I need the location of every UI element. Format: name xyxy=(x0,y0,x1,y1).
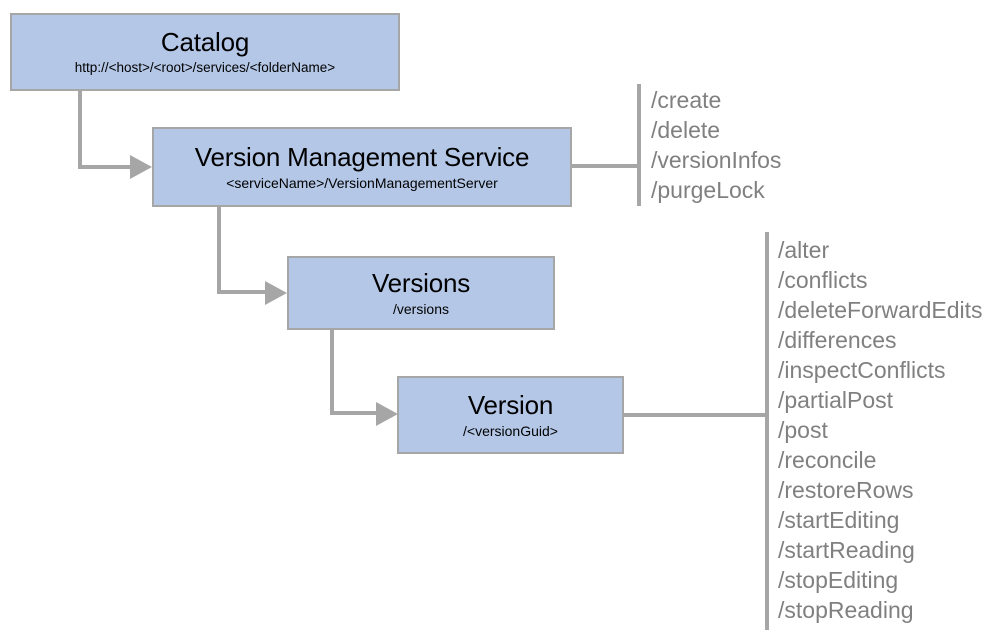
connector-service-to-operations xyxy=(571,164,641,168)
node-catalog[interactable]: Catalog http://<host>/<root>/services/<f… xyxy=(10,13,400,91)
node-versions[interactable]: Versions /versions xyxy=(287,256,555,330)
node-version-management-service-subtitle: <serviceName>/VersionManagementServer xyxy=(226,174,498,191)
connector-service-to-versions-vertical xyxy=(217,205,221,294)
node-version-subtitle: /<versionGuid> xyxy=(463,422,558,439)
arrowhead-service-to-versions xyxy=(265,281,287,305)
operation-item: /startEditing xyxy=(778,507,900,533)
operations-list-version-management-service: /create/delete/versionInfos/purgeLock xyxy=(651,85,781,205)
node-version-management-service[interactable]: Version Management Service <serviceName>… xyxy=(152,127,572,207)
connector-versions-to-version-vertical xyxy=(330,328,334,415)
operation-item: /versionInfos xyxy=(651,147,782,173)
connector-catalog-to-service-horizontal xyxy=(78,165,134,169)
node-catalog-subtitle: http://<host>/<root>/services/<folderNam… xyxy=(74,59,336,75)
operation-item: /startReading xyxy=(778,537,915,563)
operation-item: /stopEditing xyxy=(778,567,899,593)
operations-rail-service xyxy=(637,84,641,206)
operation-item: /reconcile xyxy=(778,447,877,473)
node-version-management-service-title: Version Management Service xyxy=(194,141,530,172)
node-versions-subtitle: /versions xyxy=(392,300,450,317)
operation-item: /differences xyxy=(778,327,897,353)
operation-item: /stopReading xyxy=(778,597,914,623)
operation-item: /partialPost xyxy=(778,387,894,413)
arrowhead-versions-to-version xyxy=(376,402,398,426)
operation-item: /purgeLock xyxy=(651,177,765,203)
connector-version-to-operations xyxy=(623,413,769,417)
operation-item: /inspectConflicts xyxy=(778,357,946,383)
node-version-title: Version xyxy=(467,389,554,420)
connector-service-to-versions-horizontal xyxy=(217,290,269,294)
arrowhead-catalog-to-service xyxy=(130,155,152,179)
node-version[interactable]: Version /<versionGuid> xyxy=(397,376,624,454)
operation-item: /create xyxy=(651,87,722,113)
connector-catalog-to-service-vertical xyxy=(78,89,82,169)
operations-rail-version xyxy=(765,232,769,630)
connector-versions-to-version-horizontal xyxy=(330,411,380,415)
operation-item: /delete xyxy=(651,117,721,143)
operations-list-version: /alter/conflicts/deleteForwardEdits/diff… xyxy=(778,235,983,625)
node-catalog-title: Catalog xyxy=(160,26,250,57)
operation-item: /deleteForwardEdits xyxy=(778,297,983,323)
operation-item: /restoreRows xyxy=(778,477,914,503)
node-versions-title: Versions xyxy=(371,267,471,298)
operation-item: /conflicts xyxy=(778,267,868,293)
operation-item: /alter xyxy=(778,237,830,263)
operation-item: /post xyxy=(778,417,828,443)
